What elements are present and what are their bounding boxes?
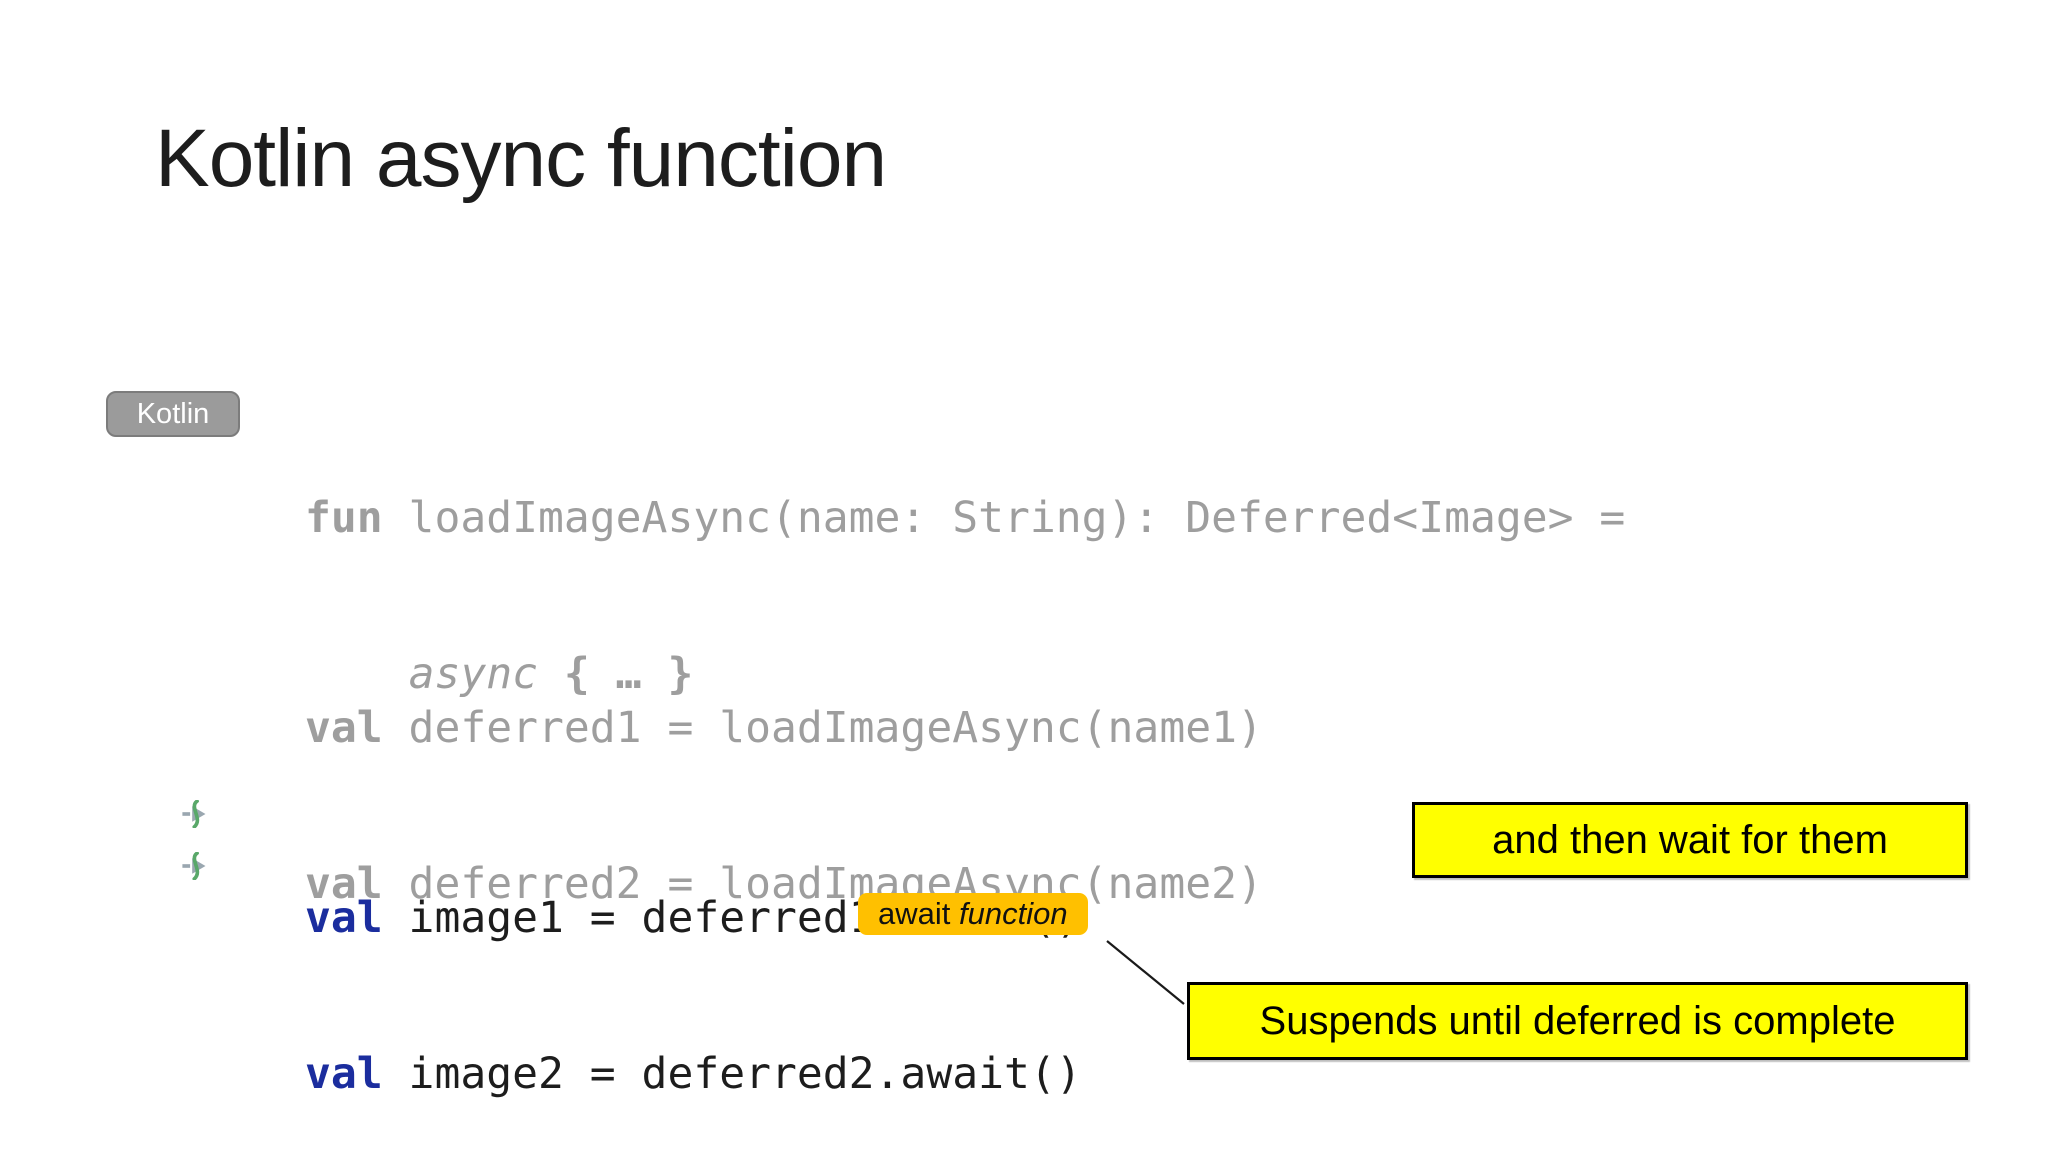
- callout-wait-for-them: and then wait for them: [1412, 802, 1968, 878]
- callout-suspend-text: Suspends until deferred is complete: [1259, 998, 1896, 1043]
- await-tag-italic-text: function: [958, 896, 1068, 931]
- code-line-body: async { … }: [305, 648, 1625, 700]
- deferred1-text: deferred1 = loadImageAsync(name1): [382, 703, 1263, 753]
- code-line-deferred2: val deferred2 = loadImageAsync(name2): [305, 858, 1263, 910]
- kotlin-badge-label: Kotlin: [136, 397, 210, 430]
- await2-text: image2 = deferred2.await(): [382, 1049, 1082, 1099]
- connector-line: [1106, 940, 1185, 1005]
- keyword-val: val: [305, 1049, 383, 1099]
- code-block-async-signature: fun loadImageAsync(name: String): Deferr…: [305, 388, 1625, 804]
- body-braces: { … }: [538, 649, 694, 699]
- await-tag-text: await: [878, 896, 959, 931]
- suspend-function-call-icon: [182, 800, 206, 828]
- kotlin-language-badge: Kotlin: [106, 391, 240, 437]
- signature-text: loadImageAsync(name: String): Deferred<I…: [382, 493, 1626, 543]
- code-block-await-calls: val image1 = deferred1.await() val image…: [305, 788, 1082, 1152]
- code-block-deferred-calls: val deferred1 = loadImageAsync(name1) va…: [305, 598, 1263, 1014]
- keyword-val: val: [305, 893, 383, 943]
- code-line-signature: fun loadImageAsync(name: String): Deferr…: [305, 492, 1625, 544]
- code-line-deferred1: val deferred1 = loadImageAsync(name1): [305, 702, 1263, 754]
- keyword-val: val: [305, 859, 383, 909]
- suspend-function-call-icon: [182, 852, 206, 880]
- code-line-await2: val image2 = deferred2.await(): [305, 1048, 1082, 1100]
- keyword-fun: fun: [305, 493, 383, 543]
- keyword-async: async: [408, 649, 539, 699]
- deferred2-text: deferred2 = loadImageAsync(name2): [382, 859, 1263, 909]
- page-title: Kotlin async function: [155, 113, 887, 204]
- callout-wait-text: and then wait for them: [1492, 817, 1888, 862]
- keyword-val: val: [305, 703, 383, 753]
- await-function-tag: await function: [858, 893, 1088, 935]
- callout-suspends-until-complete: Suspends until deferred is complete: [1187, 982, 1968, 1060]
